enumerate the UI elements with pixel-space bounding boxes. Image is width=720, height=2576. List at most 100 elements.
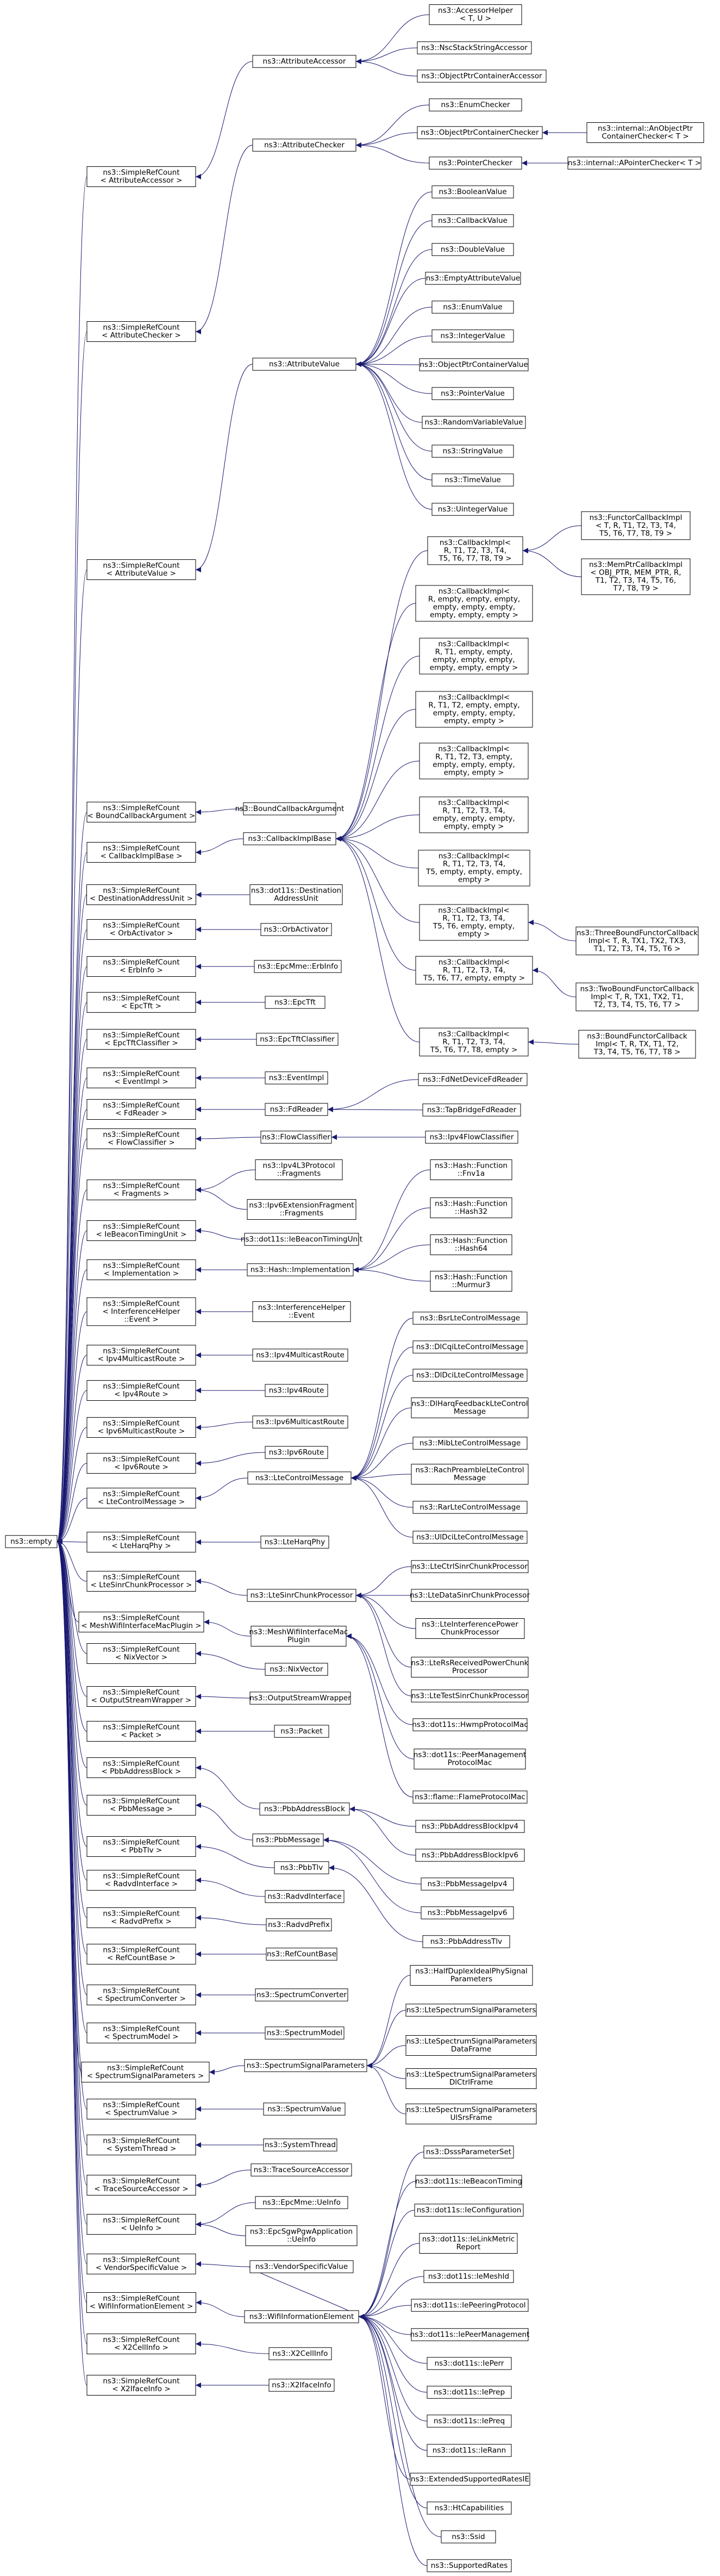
class-node-murmur3[interactable]: ns3::Hash::Function::Murmur3 [430,1271,512,1292]
class-node-src-ie-beacon-timing-unit[interactable]: ns3::SimpleRefCount< IeBeaconTimingUnit … [86,1220,196,1241]
class-node-accessor-helper[interactable]: ns3::AccessorHelper< T, U > [429,4,522,25]
class-node-cb-impl7[interactable]: ns3::CallbackImpl<R, T1, T2, T3, T4,T5, … [415,956,533,985]
class-node-ipv4-l3-fragments[interactable]: ns3::Ipv4L3Protocol::Fragments [255,1159,343,1180]
class-node-cb-impl5[interactable]: ns3::CallbackImpl<R, T1, T2, T3, T4,T5, … [418,850,530,887]
class-node-functor-callback-impl[interactable]: ns3::FunctorCallbackImpl< T, R, T1, T2, … [581,511,691,540]
class-node-src-pbb-address-block[interactable]: ns3::SimpleRefCount< PbbAddressBlock > [86,1757,196,1778]
class-node-mib-lte[interactable]: ns3::MibLteControlMessage [412,1437,528,1450]
class-node-src-system-thread[interactable]: ns3::SimpleRefCount< SystemThread > [86,2135,196,2155]
class-node-src-x2-iface-info[interactable]: ns3::SimpleRefCount< X2IfaceInfo > [86,2375,196,2396]
class-node-mem-ptr-callback-impl[interactable]: ns3::MemPtrCallbackImpl< OBJ_PTR, MEM_PT… [581,558,691,595]
class-node-extended-supported-rates[interactable]: ns3::ExtendedSupportedRatesIE [410,2473,530,2486]
class-node-flame-protocol-mac[interactable]: ns3::flame::FlameProtocolMac [412,1791,528,1804]
class-node-ie-rann[interactable]: ns3::dot11s::IeRann [427,2444,512,2457]
class-node-cb-impl9[interactable]: ns3::CallbackImpl<R, T1, T2, T3, T4,T5, … [427,536,523,565]
class-node-src-spectrum-converter[interactable]: ns3::SimpleRefCount< SpectrumConverter > [86,1985,196,2005]
class-node-epc-sgw-pgw-ue-info[interactable]: ns3::EpcSgwPgwApplication::UeInfo [245,2225,358,2246]
class-node-attribute-checker[interactable]: ns3::AttributeChecker [252,139,356,152]
class-node-src-mesh-wifi-interface-mac-plugin[interactable]: ns3::SimpleRefCount< MeshWifiInterfaceMa… [78,1612,204,1632]
class-node-src-epc-tft-classifier[interactable]: ns3::SimpleRefCount< EpcTftClassifier > [86,1029,196,1050]
class-node-cb-impl1[interactable]: ns3::CallbackImpl<R, T1, empty, empty,em… [419,638,529,675]
class-node-wifi-information-element[interactable]: ns3::WifiInformationElement [244,2310,359,2323]
class-node-hwmp-protocol-mac[interactable]: ns3::dot11s::HwmpProtocolMac [412,1718,528,1731]
class-node-pbb-message-ipv4[interactable]: ns3::PbbMessageIpv4 [421,1878,514,1891]
class-node-fnv1a[interactable]: ns3::Hash::Function::Fnv1a [430,1159,512,1180]
class-node-fd-net-device-fd-reader[interactable]: ns3::FdNetDeviceFdReader [418,1073,528,1086]
class-node-attribute-accessor[interactable]: ns3::AttributeAccessor [252,55,356,68]
class-node-src-callback-impl-base[interactable]: ns3::SimpleRefCount< CallbackImplBase > [86,842,196,863]
class-node-src-lte-sinr-chunk-processor[interactable]: ns3::SimpleRefCount< LteSinrChunkProcess… [86,1571,196,1592]
class-node-destination-address-unit[interactable]: ns3::dot11s::DestinationAddressUnit [249,884,343,905]
class-node-src-ipv6-route[interactable]: ns3::SimpleRefCount< Ipv6Route > [86,1453,196,1474]
class-node-lte-spectrum-signal-dl-ctrl[interactable]: ns3::LteSpectrumSignalParametersDlCtrlFr… [405,2068,537,2089]
class-node-cb-impl3[interactable]: ns3::CallbackImpl<R, T1, T2, T3, empty,e… [419,743,529,779]
class-node-src-attribute-value[interactable]: ns3::SimpleRefCount< AttributeValue > [86,559,196,580]
class-node-src-destination-address-unit[interactable]: ns3::SimpleRefCount< DestinationAddressU… [86,884,196,905]
class-node-ref-count-base[interactable]: ns3::RefCountBase [266,1948,337,1961]
class-node-spectrum-converter[interactable]: ns3::SpectrumConverter [255,1988,348,2001]
class-node-ie-mesh-id[interactable]: ns3::dot11s::IeMeshId [423,2270,514,2283]
class-node-callback-value[interactable]: ns3::CallbackValue [431,214,514,227]
class-node-ipv6-route[interactable]: ns3::Ipv6Route [265,1446,328,1459]
class-node-lte-sinr-chunk-processor[interactable]: ns3::LteSinrChunkProcessor [247,1589,356,1602]
class-node-optr-checker[interactable]: ns3::ObjectPtrContainerChecker [417,126,543,139]
class-node-src-nix-vector[interactable]: ns3::SimpleRefCount< NixVector > [86,1643,196,1664]
class-node-pointer-value[interactable]: ns3::PointerValue [431,387,514,400]
class-node-ipv4-route[interactable]: ns3::Ipv4Route [265,1384,328,1397]
class-node-a-pointer-checker[interactable]: ns3::internal::APointerChecker< T > [567,157,702,170]
class-node-tap-bridge-fd-reader[interactable]: ns3::TapBridgeFdReader [422,1103,521,1117]
class-node-uinteger-value[interactable]: ns3::UintegerValue [431,503,514,516]
class-node-empty[interactable]: ns3::empty [5,1535,58,1548]
class-node-bound-callback-argument[interactable]: ns3::BoundCallbackArgument [235,802,345,815]
class-node-ie-peering-protocol[interactable]: ns3::dot11s::IePeeringProtocol [411,2299,529,2312]
class-node-rar-lte[interactable]: ns3::RarLteControlMessage [412,1501,528,1514]
class-node-cb-impl0[interactable]: ns3::CallbackImpl<R, empty, empty, empty… [415,585,533,622]
class-node-lte-ctrl-sinr[interactable]: ns3::LteCtrlSinrChunkProcessor [411,1560,529,1573]
class-node-lte-data-sinr[interactable]: ns3::LteDataSinrChunkProcessor [410,1589,530,1602]
class-node-src-interference-helper-event[interactable]: ns3::SimpleRefCount< InterferenceHelper:… [86,1297,196,1326]
class-node-src-epc-tft[interactable]: ns3::SimpleRefCount< EpcTft > [86,992,196,1013]
class-node-ie-prep[interactable]: ns3::dot11s::IePrep [427,2386,512,2399]
class-node-vendor-specific-value[interactable]: ns3::VendorSpecificValue [249,2260,354,2273]
class-node-system-thread[interactable]: ns3::SystemThread [263,2138,337,2151]
class-node-pbb-address-tlv[interactable]: ns3::PbbAddressTlv [422,1935,510,1948]
class-node-pbb-tlv[interactable]: ns3::PbbTlv [274,1861,329,1874]
class-node-src-ue-info[interactable]: ns3::SimpleRefCount< UeInfo > [86,2214,196,2235]
class-node-cb-impl6[interactable]: ns3::CallbackImpl<R, T1, T2, T3, T4,T5, … [419,904,529,941]
class-node-double-value[interactable]: ns3::DoubleValue [431,243,514,256]
class-node-pointer-checker[interactable]: ns3::PointerChecker [429,157,522,170]
class-node-erb-info[interactable]: ns3::EpcMme::ErbInfo [254,960,342,973]
class-node-callback-impl-base[interactable]: ns3::CallbackImplBase [243,832,336,845]
class-node-output-stream-wrapper[interactable]: ns3::OutputStreamWrapper [249,1692,351,1705]
class-node-src-ipv4-route[interactable]: ns3::SimpleRefCount< Ipv4Route > [86,1380,196,1401]
class-node-attribute-value[interactable]: ns3::AttributeValue [252,358,356,371]
class-node-epc-mme-ue-info[interactable]: ns3::EpcMme::UeInfo [255,2196,348,2209]
class-node-ie-peer-management[interactable]: ns3::dot11s::IePeerManagement [410,2328,530,2341]
class-node-x2-iface-info[interactable]: ns3::X2IfaceInfo [268,2379,335,2392]
class-node-enum-checker[interactable]: ns3::EnumChecker [429,98,522,111]
class-node-src-fragments[interactable]: ns3::SimpleRefCount< Fragments > [86,1180,196,1200]
class-node-ssid[interactable]: ns3::Ssid [441,2530,496,2543]
class-node-src-orb-activator[interactable]: ns3::SimpleRefCount< OrbActivator > [86,919,196,940]
class-node-src-pbb-tlv[interactable]: ns3::SimpleRefCount< PbbTlv > [86,1836,196,1857]
class-node-src-vendor-specific-value[interactable]: ns3::SimpleRefCount< VendorSpecificValue… [86,2254,196,2274]
class-node-src-lte-control-message[interactable]: ns3::SimpleRefCount< LteControlMessage > [86,1488,196,1508]
class-node-ie-beacon-timing-unit[interactable]: ns3::dot11s::IeBeaconTimingUnit [241,1233,362,1246]
class-node-optr-accessor[interactable]: ns3::ObjectPtrContainerAccessor [417,70,547,83]
class-node-lte-control-message[interactable]: ns3::LteControlMessage [247,1471,352,1485]
class-node-hash32[interactable]: ns3::Hash::Function::Hash32 [430,1197,512,1218]
class-node-src-attribute-accessor[interactable]: ns3::SimpleRefCount< AttributeAccessor > [86,166,196,187]
class-node-bsr-lte[interactable]: ns3::BsrLteControlMessage [412,1312,528,1325]
class-node-dsss-parameter-set[interactable]: ns3::DsssParameterSet [423,2145,514,2159]
class-node-lte-spectrum-signal[interactable]: ns3::LteSpectrumSignalParameters [405,2004,537,2017]
class-node-src-ref-count-base[interactable]: ns3::SimpleRefCount< RefCountBase > [86,1944,196,1964]
class-node-ipv4-multicast-route[interactable]: ns3::Ipv4MulticastRoute [252,1349,348,1362]
class-node-ht-capabilities[interactable]: ns3::HtCapabilities [427,2502,512,2515]
class-node-interference-helper-event[interactable]: ns3::InterferenceHelper::Event [252,1301,351,1322]
class-node-time-value[interactable]: ns3::TimeValue [431,473,514,486]
